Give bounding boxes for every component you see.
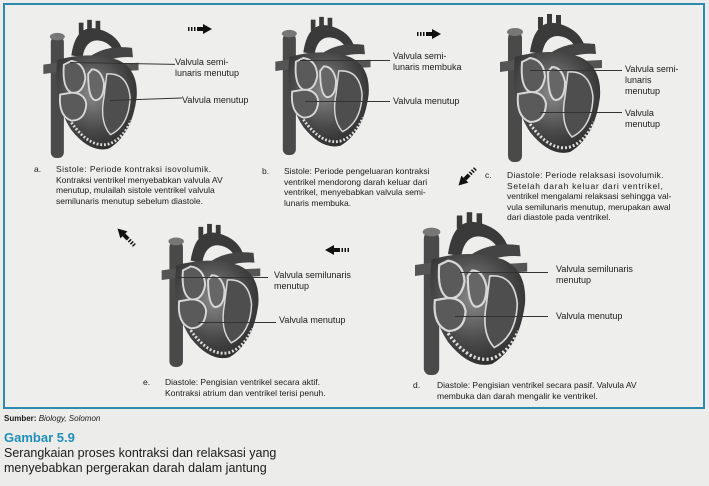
label-valvula-menutup: Valvula menutup — [182, 95, 249, 105]
figure-number: Gambar 5.9 — [4, 430, 75, 445]
heart-illustration-c — [485, 12, 615, 162]
label-valvula-menutup: Valvula menutup — [393, 96, 460, 106]
leader-line — [455, 316, 548, 317]
leader-line — [460, 272, 548, 273]
leader-line — [198, 322, 276, 323]
leader-line — [300, 60, 390, 61]
figure-description: Serangkaian proses kontraksi dan relaksa… — [4, 446, 277, 475]
label-valvula-semilunaris: Valvula semi-lunaris membuka — [393, 51, 462, 72]
leader-line — [530, 70, 622, 71]
label-valvula-menutup: Valvula menutup — [279, 315, 346, 325]
arrow-left-icon — [325, 245, 349, 255]
leader-line — [540, 112, 622, 113]
heart-illustration-b — [262, 15, 382, 155]
label-valvula-menutup: Valvula menutup — [556, 311, 623, 321]
arrow-right-icon — [417, 29, 441, 39]
leader-line — [305, 101, 390, 102]
heart-illustration-e — [145, 222, 275, 367]
heart-illustration-d — [400, 210, 540, 375]
arrow-right-icon — [188, 24, 212, 34]
label-valvula-semilunaris: Valvula semi-lunaris menutup — [175, 57, 240, 78]
heart-illustration-a — [30, 18, 150, 158]
leader-line — [178, 277, 268, 278]
source-credit: Sumber: Biology, Solomon — [4, 414, 101, 423]
